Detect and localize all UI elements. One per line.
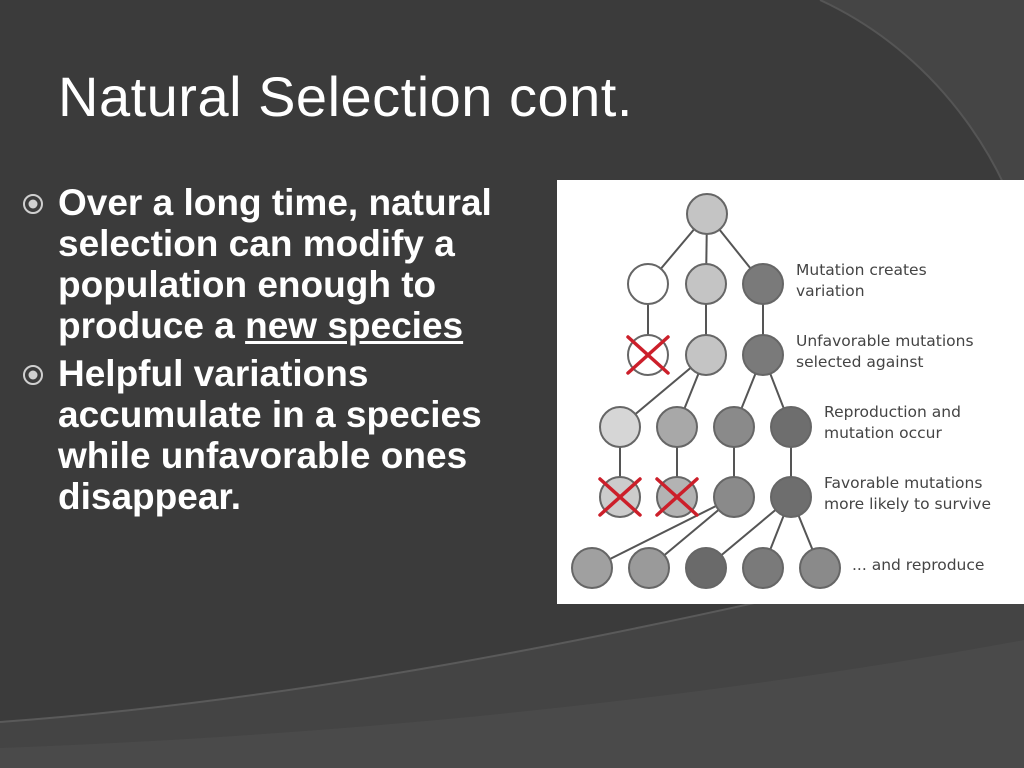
red-x-icon [655,477,699,517]
variant-node [742,263,784,305]
survivor-node [685,334,727,376]
bullet-item: Over a long time, natural selection can … [18,182,558,346]
slide-title: Natural Selection cont. [58,65,633,128]
bullet-text: Helpful variations accumulate in a speci… [58,353,482,517]
descendant-node [571,547,613,589]
bullet-text: Over a long time, natural selection can … [58,182,492,346]
survivor-node [770,476,812,518]
offspring-node [599,406,641,448]
stage-label-reproduction: Reproduction and mutation occur [824,403,961,442]
variant-node [627,263,669,305]
ancestor-node [686,193,728,235]
bullet-item: Helpful variations accumulate in a speci… [18,353,558,517]
offspring-node [713,406,755,448]
red-x-icon [598,477,642,517]
stage-label-selection: Unfavorable mutations selected against [796,332,974,371]
natural-selection-diagram: Mutation creates variation Unfavorable m… [557,180,1024,604]
descendant-node [742,547,784,589]
bullet-circle-icon [23,194,43,214]
descendant-node [685,547,727,589]
variant-node [685,263,727,305]
elimination-marks [598,335,699,517]
bullet-list: Over a long time, natural selection can … [18,182,558,524]
offspring-node [656,406,698,448]
diagram-tree [571,193,841,589]
red-x-icon [626,335,670,375]
offspring-node [770,406,812,448]
stage-label-survival: Favorable mutations more likely to survi… [824,474,992,513]
new-species-link[interactable]: new species [245,305,464,346]
survivor-node [742,334,784,376]
survivor-node [713,476,755,518]
descendant-node [628,547,670,589]
bullet-text-main: Over a long time, natural selection can … [58,182,492,346]
descendant-node [799,547,841,589]
stage-label-variation: Mutation creates variation [796,261,927,300]
stage-label-reproduce: ... and reproduce [852,556,985,574]
bullet-circle-icon [23,365,43,385]
